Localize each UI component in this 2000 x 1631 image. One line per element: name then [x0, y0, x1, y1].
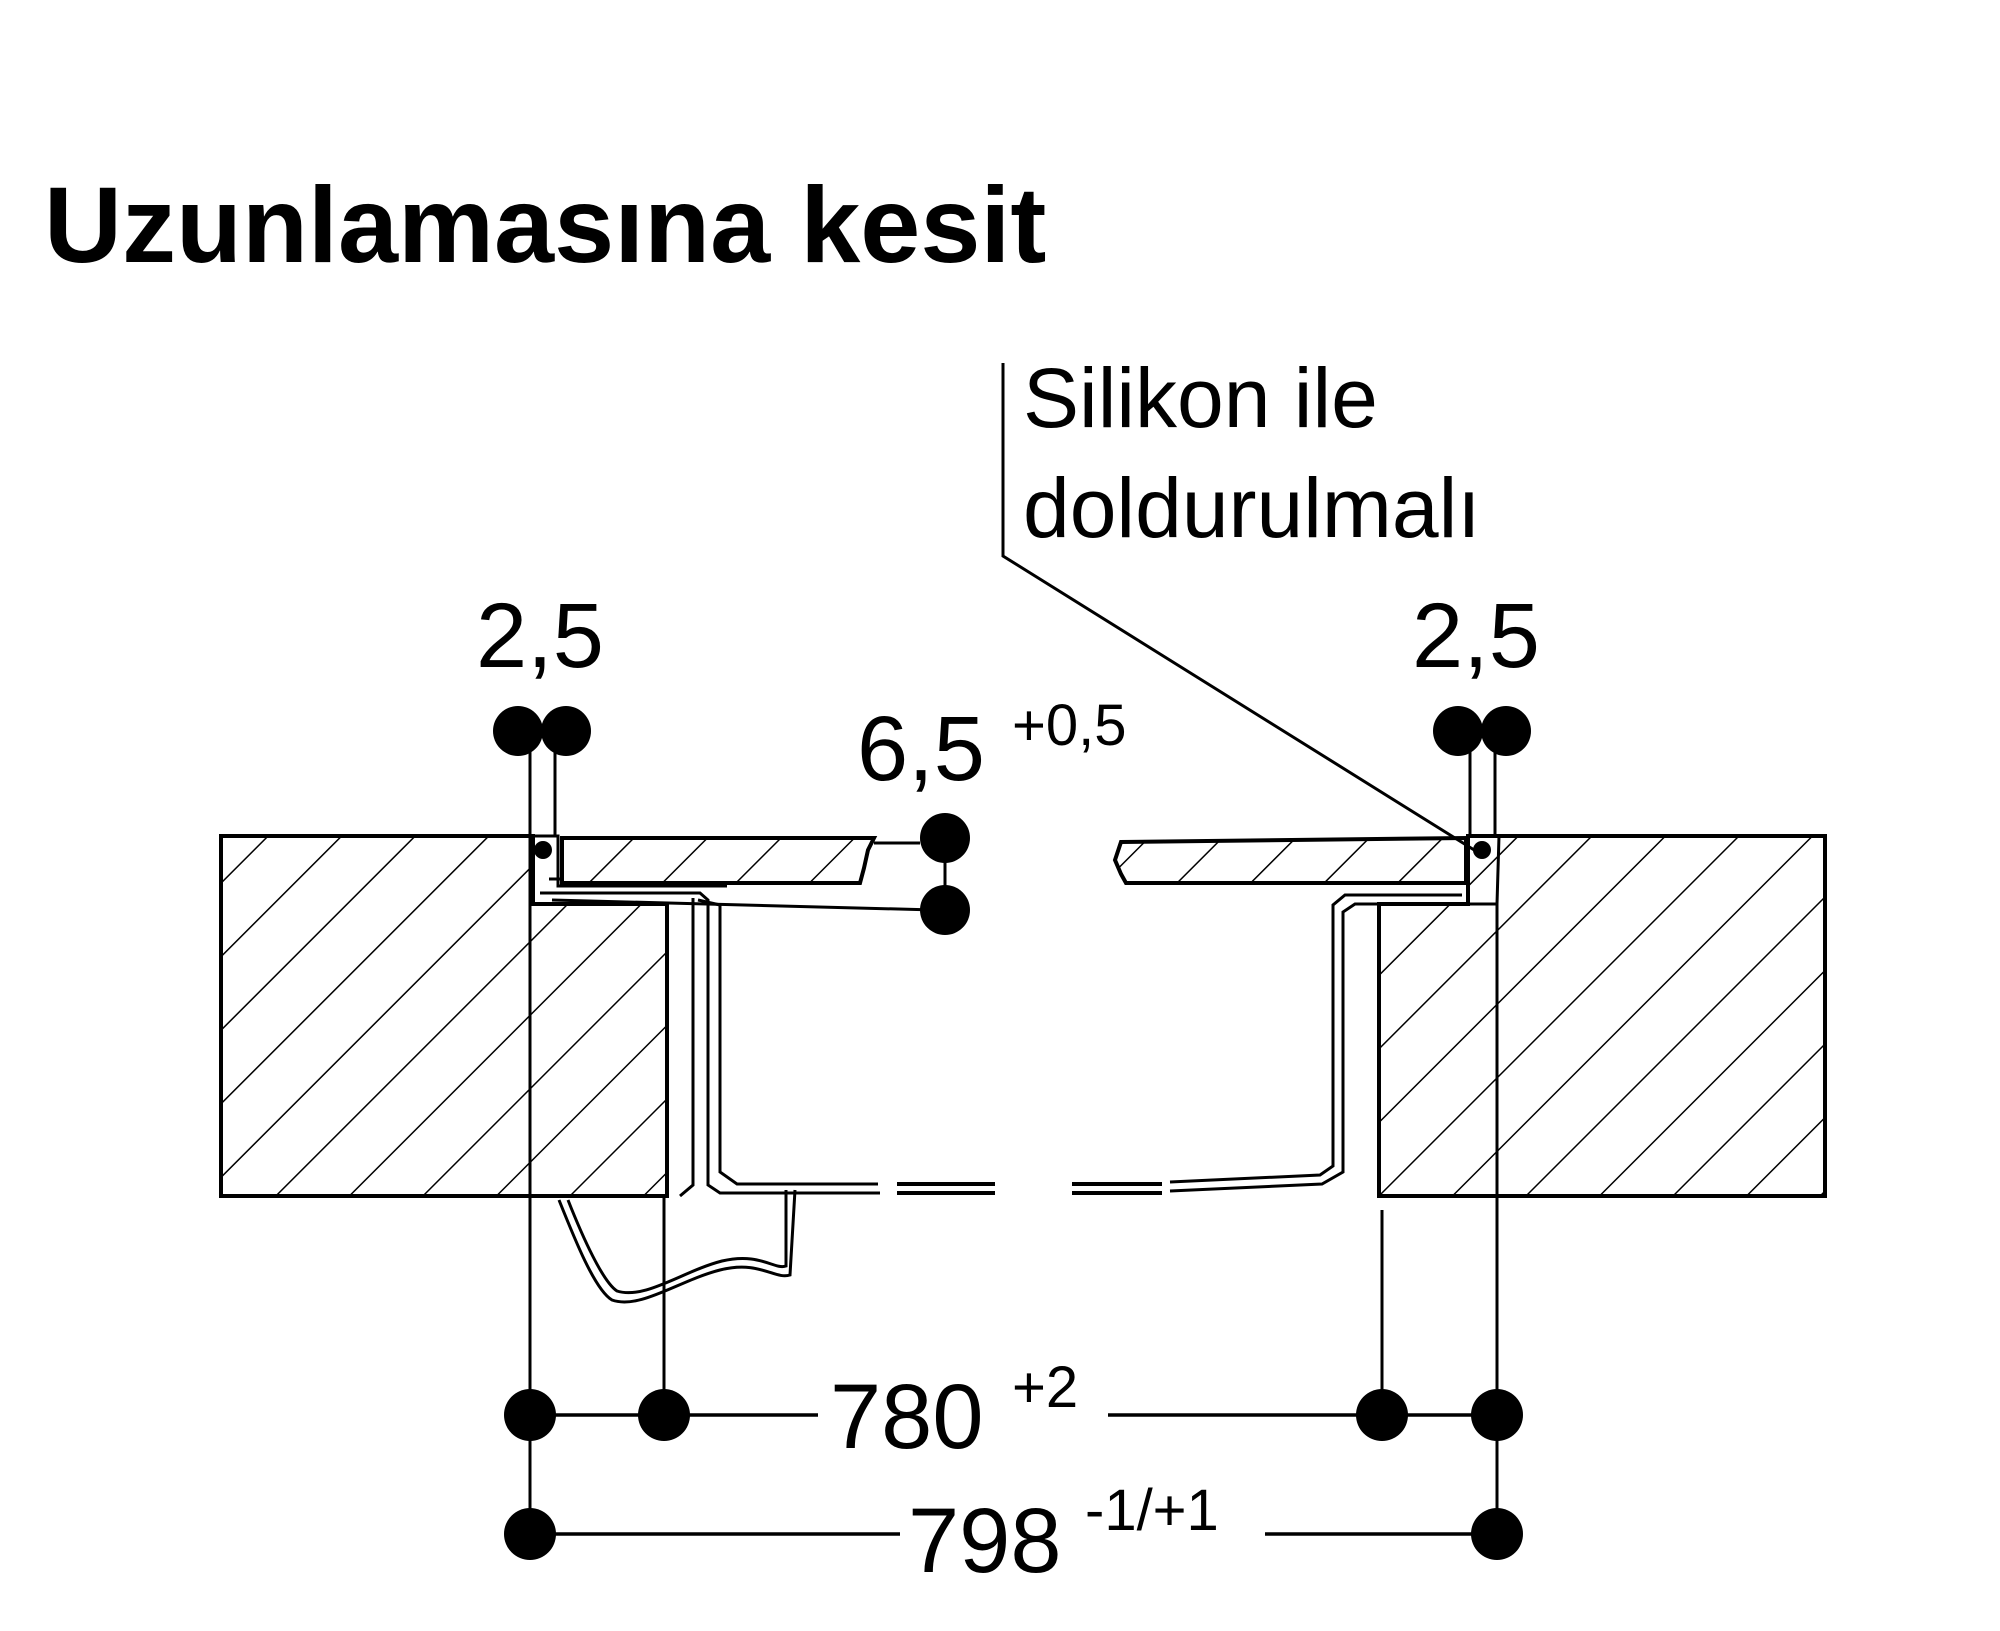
dim-dot	[920, 813, 970, 863]
hob-glass-right	[1115, 838, 1466, 883]
dim-label-gap-left: 2,5	[476, 585, 604, 687]
dim-tol-step: +0,5	[1012, 693, 1127, 758]
silicone-leader-line	[1001, 363, 1480, 855]
left-frame	[531, 834, 727, 904]
dim-label-step: 6,5	[857, 698, 985, 800]
left-countertop	[221, 836, 667, 1196]
right-countertop	[1379, 836, 1825, 1196]
dim-tol-outer: -1/+1	[1085, 1478, 1219, 1543]
dim-dot	[541, 706, 591, 756]
dim-tol-inner: +2	[1012, 1355, 1078, 1420]
dim-dot	[1473, 841, 1491, 859]
dim-label-gap-right: 2,5	[1412, 585, 1540, 687]
dim-label-inner: 780	[830, 1366, 984, 1468]
dim-dot	[1433, 706, 1483, 756]
silicone-note-line1: Silikon ile	[1023, 351, 1378, 445]
dim-dot	[534, 841, 552, 859]
dim-dot	[493, 706, 543, 756]
dim-dot	[1481, 706, 1531, 756]
cable	[557, 1189, 797, 1304]
page-title: Uzunlamasına kesit	[44, 164, 1046, 285]
left-hob-body	[697, 898, 878, 1186]
hob-glass-right-outline	[1112, 835, 1468, 885]
hob-glass-left-outline	[560, 836, 878, 885]
dim-dot	[920, 885, 970, 935]
dim-label-outer: 798	[908, 1490, 1062, 1592]
hob-glass-left	[562, 838, 874, 883]
silicone-note-line2: doldurulmalı	[1023, 461, 1481, 555]
